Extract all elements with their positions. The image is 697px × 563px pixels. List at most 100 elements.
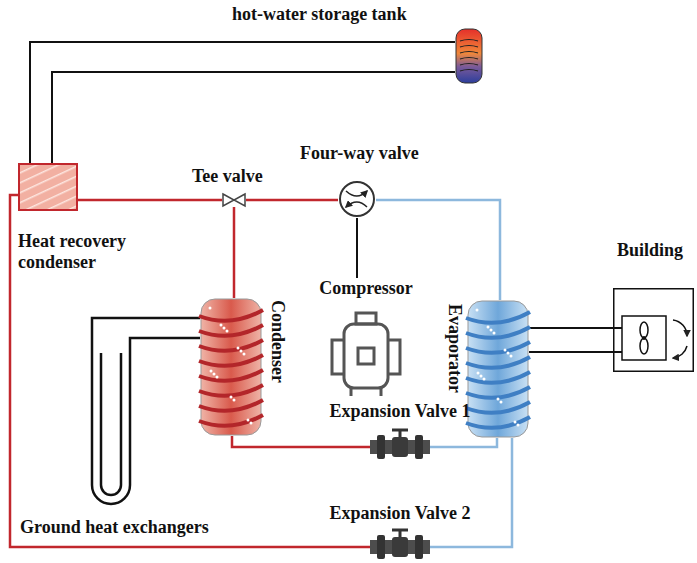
pipe-connector <box>529 327 613 329</box>
storage-tank-shape <box>460 46 478 48</box>
evaporator-shape <box>490 329 493 332</box>
heat-recovery-condenser: Heat recovery condenser <box>18 163 78 211</box>
compressor: Compressor <box>318 278 414 400</box>
expansion-valve-shape <box>377 535 385 559</box>
compressor-shape <box>344 324 388 388</box>
expansion-valve-shape <box>392 537 408 557</box>
evaporator-shape <box>466 327 530 338</box>
condenser-shape <box>250 422 253 425</box>
condenser-shape <box>199 400 263 411</box>
four-way-valve-shape <box>346 191 367 196</box>
pipe-connector <box>529 351 613 353</box>
evaporator-shape <box>483 378 486 381</box>
pipe-connector <box>430 438 497 447</box>
evaporator-shape <box>514 421 517 424</box>
condenser-shape <box>233 399 236 402</box>
storage-tank-symbol <box>455 28 483 84</box>
component-label: Condenser <box>267 300 288 383</box>
condenser-shape <box>226 330 229 333</box>
condenser-shape <box>199 310 263 321</box>
condenser-shape <box>243 353 246 356</box>
evaporator-shape <box>500 401 503 404</box>
pipe-connector <box>232 436 370 447</box>
component-label: Building <box>617 240 683 261</box>
building-shape <box>673 320 687 336</box>
condenser-shape <box>216 376 219 379</box>
pipe-connector <box>78 199 222 202</box>
four-way-valve: Four-way valve <box>338 180 376 218</box>
evaporator-shape <box>466 387 530 398</box>
storage-tank-shape <box>460 52 478 54</box>
evaporator-shape <box>487 326 490 329</box>
expansion-valve-shape <box>415 435 423 459</box>
compressor-shape <box>358 348 374 364</box>
pipe-connector <box>10 195 370 547</box>
tee-valve-symbol <box>222 193 246 207</box>
component-label: Expansion Valve 1 <box>329 401 470 422</box>
expansion-valve-shape <box>415 535 423 559</box>
condenser-shape <box>237 347 240 350</box>
expansion-valve: Expansion Valve 1 <box>370 432 430 462</box>
ground-heat-exchanger-shape <box>92 345 130 504</box>
component-label: Expansion Valve 2 <box>329 503 470 524</box>
storage-tank-shape <box>460 40 478 42</box>
storage-tank-shape <box>460 58 478 60</box>
condenser-shape <box>199 415 263 426</box>
condenser-shape <box>199 370 263 381</box>
ground-heat-exchanger: Ground heat exchangers <box>88 345 134 510</box>
storage-tank-shape <box>456 29 482 83</box>
tee-valve-shape <box>223 194 245 206</box>
pipe-connector <box>246 199 338 202</box>
condenser-shape <box>230 396 233 399</box>
condenser-shape <box>210 370 213 373</box>
condenser-shape <box>223 327 226 330</box>
component-label: Ground heat exchangers <box>20 517 209 538</box>
component-label: Heat recovery condenser <box>18 231 168 273</box>
storage-tank: hot-water storage tank <box>455 28 483 84</box>
building-shape <box>622 316 666 360</box>
pipe-connector <box>130 338 200 345</box>
evaporator-shape <box>510 355 513 358</box>
component-label: hot-water storage tank <box>232 4 407 25</box>
tee-valve: Tee valve <box>222 193 246 207</box>
pipe-connector <box>30 42 455 163</box>
evaporator-shape <box>466 417 530 428</box>
heat-recovery-condenser-shape <box>19 164 77 210</box>
evaporator-shape <box>504 349 507 352</box>
compressor-shape <box>332 340 400 374</box>
compressor-shape <box>356 313 376 324</box>
evaporator-shape <box>466 372 530 383</box>
building-shape <box>640 322 648 338</box>
evaporator-shape <box>466 357 530 368</box>
heat-recovery-condenser-symbol <box>18 163 78 211</box>
ground-heat-exchanger-symbol <box>88 345 134 510</box>
condenser-shape <box>199 385 263 396</box>
ground-heat-exchanger-shape <box>101 353 121 495</box>
storage-tank-shape <box>460 70 478 72</box>
evaporator: Evaporator <box>467 300 529 438</box>
pipe-connector <box>233 207 236 298</box>
condenser: Condenser <box>200 298 262 436</box>
condenser-shape <box>199 355 263 366</box>
pipe-connector <box>92 318 200 345</box>
expansion-valve-shape <box>392 437 408 457</box>
expansion-valve: Expansion Valve 2 <box>370 534 430 560</box>
building-shape <box>614 289 694 372</box>
building-symbol <box>613 288 694 372</box>
building-shape <box>642 336 646 340</box>
pipe-connector <box>430 438 512 547</box>
evaporator-shape <box>507 352 510 355</box>
condenser-shape <box>199 340 263 351</box>
four-way-valve-shape <box>346 202 367 207</box>
condenser-shape <box>247 419 250 422</box>
component-label: Evaporator <box>444 304 465 393</box>
component-label: Tee valve <box>192 166 263 187</box>
expansion-valve-shape <box>377 435 385 459</box>
component-label: Four-way valve <box>300 143 419 164</box>
evaporator-shape <box>476 309 479 312</box>
compressor-shape <box>351 388 381 396</box>
component-label: Compressor <box>319 278 413 299</box>
evaporator-shape <box>493 332 496 335</box>
pipe-connector <box>356 218 358 278</box>
